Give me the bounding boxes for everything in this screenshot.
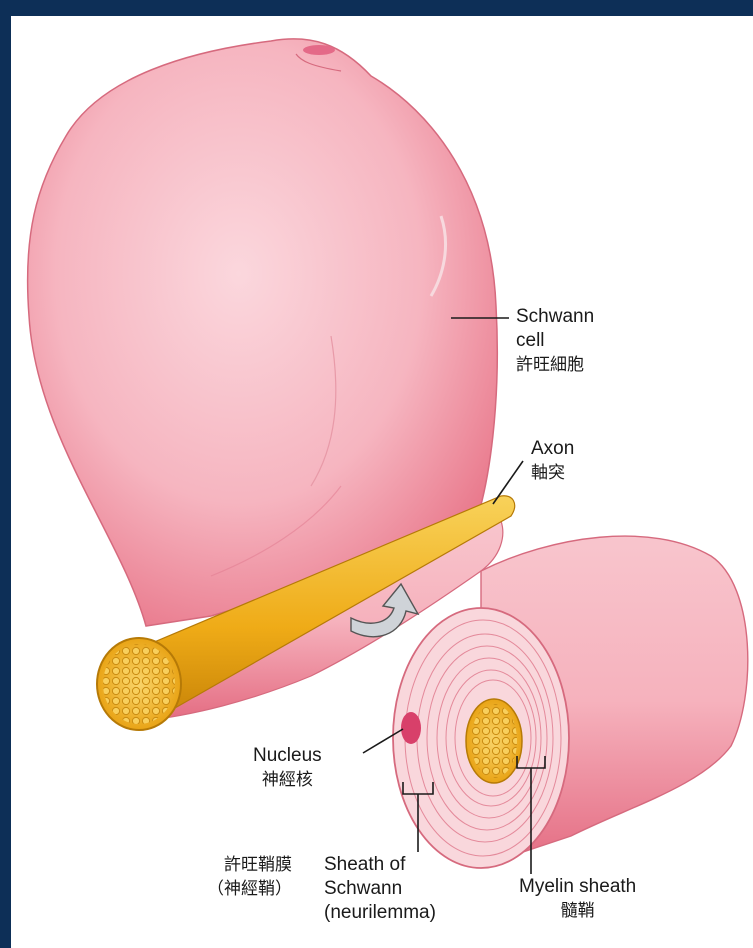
schwann-cell-label-en1: Schwann	[516, 305, 594, 329]
cell-nucleus-top	[303, 45, 335, 55]
schwann-cell-label: Schwann cell 許旺細胞	[516, 305, 594, 377]
myelin-sheath-label-en: Myelin sheath	[519, 875, 636, 899]
nucleus-mark	[401, 712, 421, 744]
axon-label-zh: 軸突	[531, 461, 574, 485]
myelin-sheath-label-zh: 髓鞘	[519, 899, 636, 923]
axon-label: Axon 軸突	[531, 437, 574, 485]
sheath-of-schwann-zh-label: 許旺鞘膜 （神經鞘）	[207, 853, 292, 901]
sheath-label-zh1: 許旺鞘膜	[207, 853, 292, 877]
schwann-cell-illustration	[11, 16, 753, 948]
diagram-panel: Schwann cell 許旺細胞 Axon 軸突 Nucleus 神經核 許旺…	[11, 16, 753, 948]
sheath-label-en3: (neurilemma)	[324, 901, 436, 925]
sheath-label-en2: Schwann	[324, 877, 436, 901]
nucleus-label: Nucleus 神經核	[253, 744, 322, 792]
schwann-cell-label-zh: 許旺細胞	[516, 353, 594, 377]
axon-label-en: Axon	[531, 437, 574, 461]
myelin-sheath-label: Myelin sheath 髓鞘	[519, 875, 636, 923]
sheath-of-schwann-label: Sheath of Schwann (neurilemma)	[324, 853, 436, 925]
nucleus-label-zh: 神經核	[253, 768, 322, 792]
nucleus-label-en: Nucleus	[253, 744, 322, 768]
sheath-label-zh2: （神經鞘）	[207, 877, 292, 901]
sheath-label-en1: Sheath of	[324, 853, 436, 877]
schwann-cell-label-en2: cell	[516, 329, 594, 353]
